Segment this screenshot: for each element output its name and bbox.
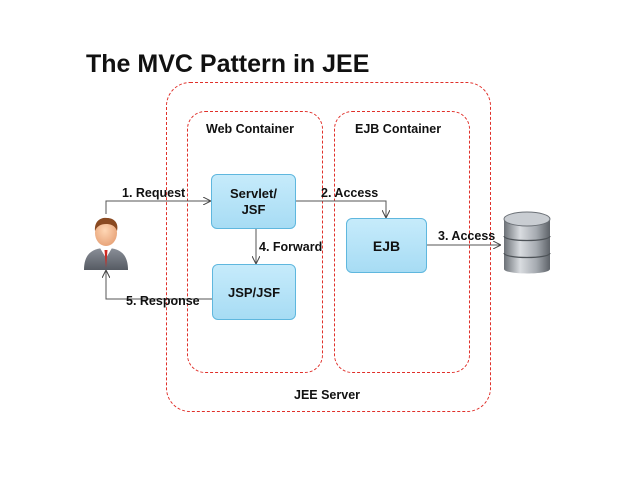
access-ejb-arrow [296,200,386,217]
servlet-jsf-box: Servlet/ JSF [211,174,296,229]
jee-server-label: JEE Server [294,388,361,402]
forward-label: 4. Forward [259,240,323,254]
response-label: 5. Response [126,294,200,308]
ejb-container-label: EJB Container [355,122,442,136]
jee-server-container [166,82,491,412]
ejb-box: EJB [346,218,427,273]
request-label: 1. Request [122,186,186,200]
database-icon [503,211,551,274]
ejb-container [334,111,470,373]
access-db-label: 3. Access [438,229,496,243]
web-container-label: Web Container [206,122,294,136]
web-container [187,111,323,373]
response-arrow [106,271,212,300]
request-arrow [105,201,210,214]
access-ejb-label: 2. Access [321,186,379,200]
page-title: The MVC Pattern in JEE [86,50,370,78]
user-icon [84,217,128,270]
jsp-jsf-box: JSP/JSF [212,264,296,320]
